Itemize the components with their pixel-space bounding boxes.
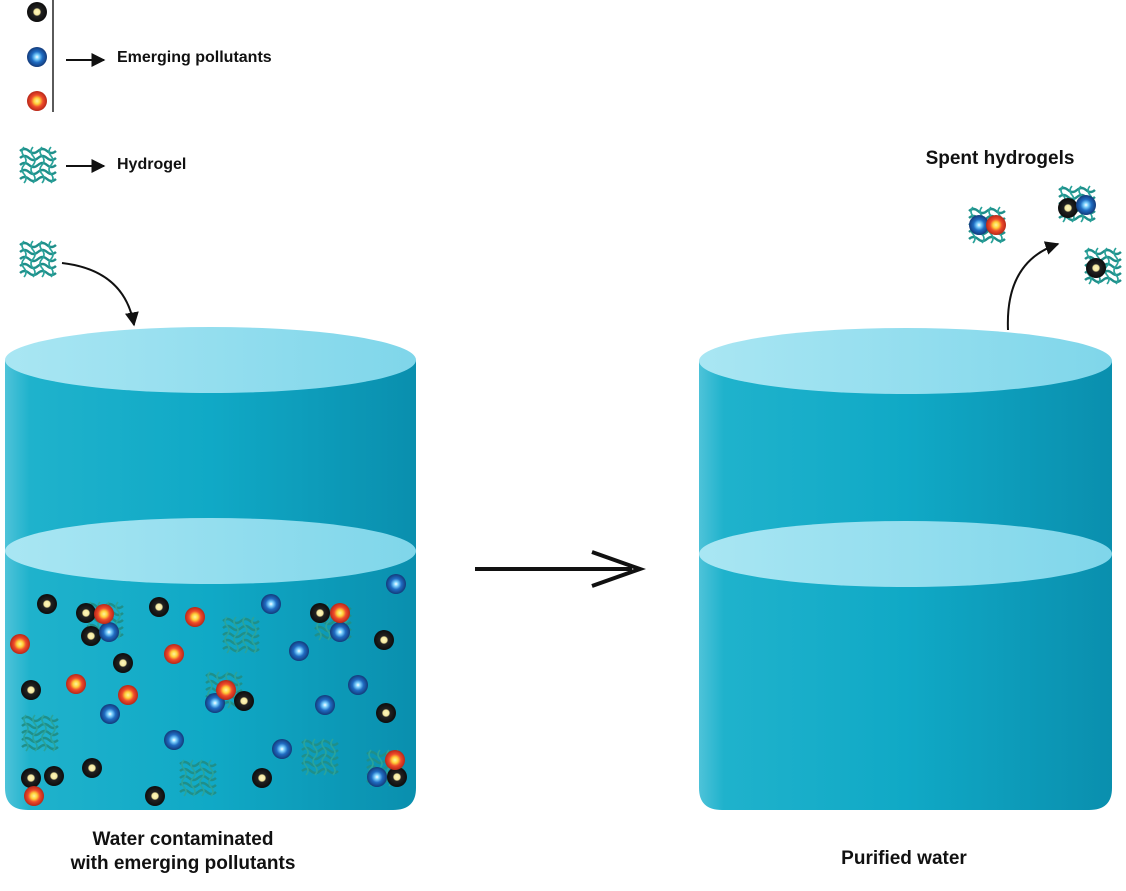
left-tank-top — [5, 327, 416, 393]
black-particle-icon — [81, 626, 101, 646]
process-arrow — [475, 550, 646, 588]
black-particle-icon — [21, 680, 41, 700]
hydrogel-label: Hydrogel — [117, 156, 187, 173]
right-tank — [699, 328, 1112, 810]
black-particle-icon — [21, 768, 41, 788]
right-tank-caption: Purified water — [841, 848, 967, 869]
black-particle-icon — [27, 2, 47, 22]
right-water-surface — [699, 521, 1112, 587]
right-tank-top — [699, 328, 1112, 394]
blue-particle-icon — [164, 730, 184, 750]
blue-particle-icon — [272, 739, 292, 759]
red-particle-icon — [164, 644, 184, 664]
spent-hydrogels — [966, 184, 1124, 286]
blue-particle-icon — [330, 622, 350, 642]
red-particle-icon — [216, 680, 236, 700]
blue-particle-icon — [27, 47, 47, 67]
left-caption-line1: Water contaminated — [92, 829, 274, 850]
black-particle-icon — [252, 768, 272, 788]
blue-particle-icon — [348, 675, 368, 695]
red-particle-icon — [10, 634, 30, 654]
black-particle-icon — [149, 597, 169, 617]
black-particle-icon — [376, 703, 396, 723]
black-particle-icon — [310, 603, 330, 623]
left-caption-line2: with emerging pollutants — [70, 853, 296, 874]
red-particle-icon — [385, 750, 405, 770]
left-tank-caption: Water contaminated with emerging polluta… — [0, 828, 366, 876]
blue-particle-icon — [100, 704, 120, 724]
pollutants-label: Emerging pollutants — [117, 49, 272, 66]
black-particle-icon — [44, 766, 64, 786]
black-particle-icon — [1058, 198, 1078, 218]
black-particle-icon — [234, 691, 254, 711]
black-particle-icon — [1086, 258, 1106, 278]
black-particle-icon — [145, 786, 165, 806]
removal-arrow — [1006, 241, 1060, 331]
black-particle-icon — [387, 767, 407, 787]
hydrogel-legend-icon — [17, 145, 59, 185]
blue-particle-icon — [386, 574, 406, 594]
blue-particle-icon — [99, 622, 119, 642]
black-particle-icon — [374, 630, 394, 650]
black-particle-icon — [37, 594, 57, 614]
red-particle-icon — [27, 91, 47, 111]
black-particle-icon — [82, 758, 102, 778]
legend — [17, 0, 106, 185]
red-particle-icon — [330, 603, 350, 623]
blue-particle-icon — [315, 695, 335, 715]
red-particle-icon — [94, 604, 114, 624]
left-water-surface — [5, 518, 416, 584]
red-particle-icon — [66, 674, 86, 694]
spent-hydrogels-label: Spent hydrogels — [925, 148, 1075, 169]
blue-particle-icon — [367, 767, 387, 787]
red-particle-icon — [118, 685, 138, 705]
add-arrow — [61, 262, 139, 327]
black-particle-icon — [76, 603, 96, 623]
red-particle-icon — [986, 215, 1006, 235]
left-tank — [5, 327, 416, 810]
red-particle-icon — [24, 786, 44, 806]
black-particle-icon — [113, 653, 133, 673]
blue-particle-icon — [289, 641, 309, 661]
added-hydrogel-icon — [17, 239, 59, 279]
blue-particle-icon — [1076, 195, 1096, 215]
red-particle-icon — [185, 607, 205, 627]
blue-particle-icon — [261, 594, 281, 614]
